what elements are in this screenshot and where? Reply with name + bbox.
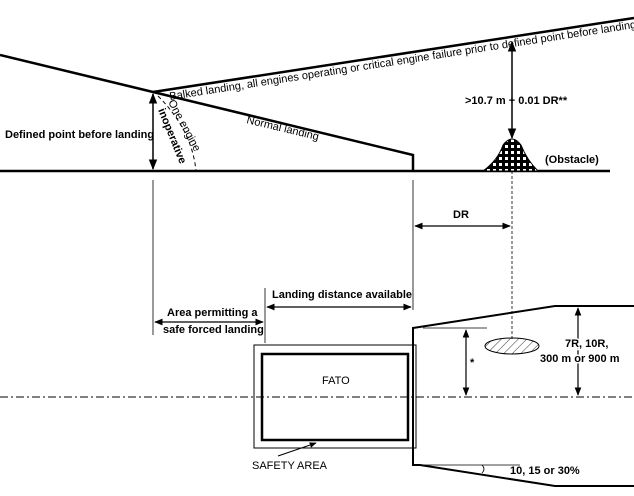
- lda-label: Landing distance available: [272, 289, 412, 301]
- obstacle-plan: [484, 337, 540, 355]
- area-label-line2: safe forced landing: [163, 324, 264, 336]
- clearance-label: >10.7 m + 0.01 DR**: [465, 95, 568, 107]
- balked-landing-path: [152, 16, 634, 94]
- approach-surface-upper-edge: [412, 305, 634, 398]
- safety-area-pointer: [277, 442, 317, 457]
- one-engine-inoperative-arc: [157, 95, 197, 172]
- area-label-line1: Area permitting a: [167, 307, 258, 319]
- approach-surface-lower-edge: [412, 397, 634, 487]
- width-label-line2: 300 m or 900 m: [540, 353, 620, 365]
- defined-point-label: Defined point before landing: [5, 129, 154, 141]
- approach-path: [0, 53, 415, 171]
- asterisk-label: *: [470, 357, 475, 369]
- obstacle-shape: [481, 138, 540, 172]
- splay-angle-arc: [481, 464, 485, 474]
- safety-area-label: SAFETY AREA: [252, 460, 328, 472]
- dr-label: DR: [453, 209, 469, 221]
- obstacle-label: (Obstacle): [545, 154, 599, 166]
- normal-landing-label: Normal landing: [245, 114, 320, 143]
- width-label-line1: 7R, 10R,: [565, 338, 608, 350]
- fato-label: FATO: [322, 375, 350, 387]
- splay-label: 10, 15 or 30%: [510, 465, 580, 477]
- balked-landing-label: Balked landing, all engines operating or…: [169, 19, 634, 103]
